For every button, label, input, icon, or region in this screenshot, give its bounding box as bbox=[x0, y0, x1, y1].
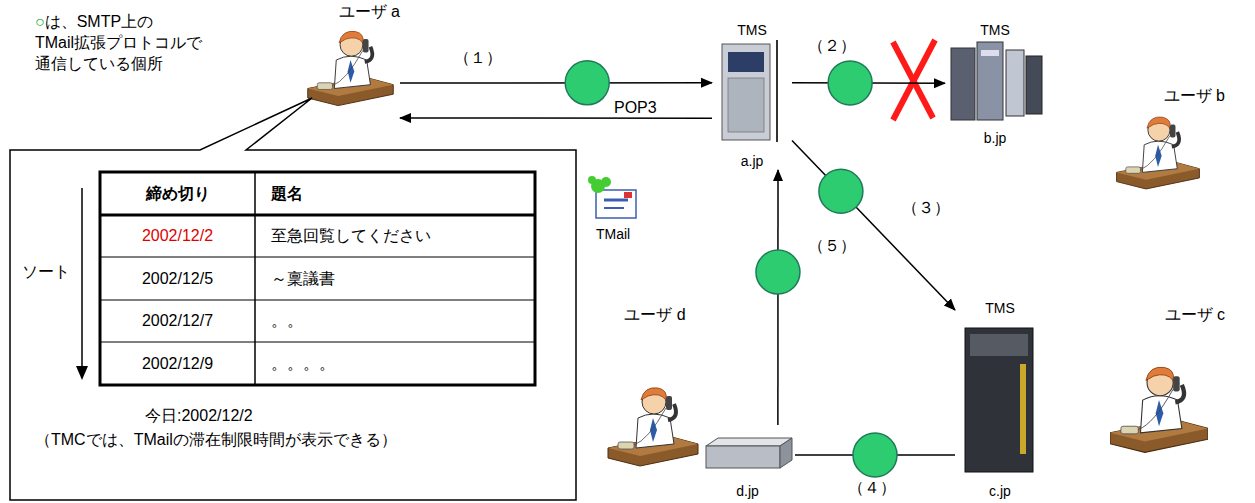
user-figure bbox=[1110, 367, 1208, 452]
server-node: TMS c.jp bbox=[955, 300, 1045, 500]
node-label: c.jp bbox=[989, 483, 1011, 501]
node-label: ユーザ b bbox=[1164, 86, 1225, 106]
table-header: 締め切り bbox=[100, 172, 255, 215]
node-label: ユーザ c bbox=[1165, 305, 1225, 325]
table-cell: ～稟議書 bbox=[255, 257, 535, 300]
node-label: ユーザ a bbox=[339, 2, 400, 22]
server-d-figure bbox=[706, 438, 792, 468]
table-cell: 。。 bbox=[255, 300, 535, 342]
protocol-marker bbox=[565, 61, 609, 105]
server-node: d.jp bbox=[700, 425, 795, 500]
sort-arrow bbox=[76, 188, 88, 380]
edge-label: （５） bbox=[806, 236, 858, 255]
icon-label: TMail bbox=[596, 226, 630, 244]
node-label: b.jp bbox=[984, 130, 1007, 148]
edge-label: （３） bbox=[900, 198, 952, 217]
edge-label: （２） bbox=[806, 36, 858, 55]
protocol-marker bbox=[756, 250, 800, 294]
user-figure bbox=[608, 388, 698, 466]
failure-cross bbox=[893, 40, 935, 120]
protocol-marker bbox=[819, 169, 863, 213]
connector bbox=[400, 82, 712, 84]
table-cell: 2002/12/2 bbox=[100, 215, 255, 257]
edge-label: POP3 bbox=[612, 98, 659, 117]
edge-label: （１） bbox=[452, 48, 504, 67]
server-a-figure bbox=[722, 40, 777, 142]
user-node: ユーザ a bbox=[300, 2, 400, 122]
node-label: 今日:2002/12/2 bbox=[145, 406, 253, 426]
node-label: TMS bbox=[737, 22, 767, 40]
user-figure bbox=[1117, 117, 1200, 189]
server-node: TMS a.jp bbox=[712, 22, 792, 170]
user-node: ユーザ d bbox=[605, 305, 705, 485]
protocol-marker bbox=[853, 433, 897, 477]
table-cell: 2002/12/9 bbox=[100, 342, 255, 385]
sort-label: ソート bbox=[22, 262, 70, 282]
deadline-table bbox=[100, 172, 535, 385]
table-cell: 2002/12/7 bbox=[100, 300, 255, 342]
user-figure bbox=[308, 31, 394, 105]
protocol-marker bbox=[828, 61, 872, 105]
connector bbox=[792, 140, 955, 310]
user-node: ユーザ b bbox=[1100, 86, 1225, 198]
tmail-icon bbox=[588, 176, 636, 218]
node-label: TMS bbox=[980, 22, 1010, 40]
table-cell: 至急回覧してください bbox=[255, 215, 535, 257]
table-cell: 2002/12/5 bbox=[100, 257, 255, 300]
node-label: （TMCでは、TMailの滞在制限時間が表示できる） bbox=[35, 430, 397, 450]
server-node: TMS b.jp bbox=[945, 22, 1045, 147]
callout-bubble bbox=[10, 98, 576, 500]
note-text: ○は、SMTP上の TMail拡張プロトコルで 通信している個所 bbox=[35, 12, 235, 74]
connector bbox=[400, 117, 712, 119]
node-label: a.jp bbox=[741, 153, 764, 171]
connector bbox=[777, 170, 779, 425]
table-header: 題名 bbox=[255, 172, 535, 215]
edge-label: （４） bbox=[846, 478, 898, 497]
node-label: ユーザ d bbox=[624, 305, 685, 325]
server-b-figure bbox=[951, 42, 1042, 120]
node-label: d.jp bbox=[736, 483, 759, 501]
user-node: ユーザ c bbox=[1095, 305, 1225, 475]
server-c-figure bbox=[965, 328, 1033, 472]
table-cell: 。。。。 bbox=[255, 342, 535, 385]
node-label: TMS bbox=[985, 300, 1015, 318]
